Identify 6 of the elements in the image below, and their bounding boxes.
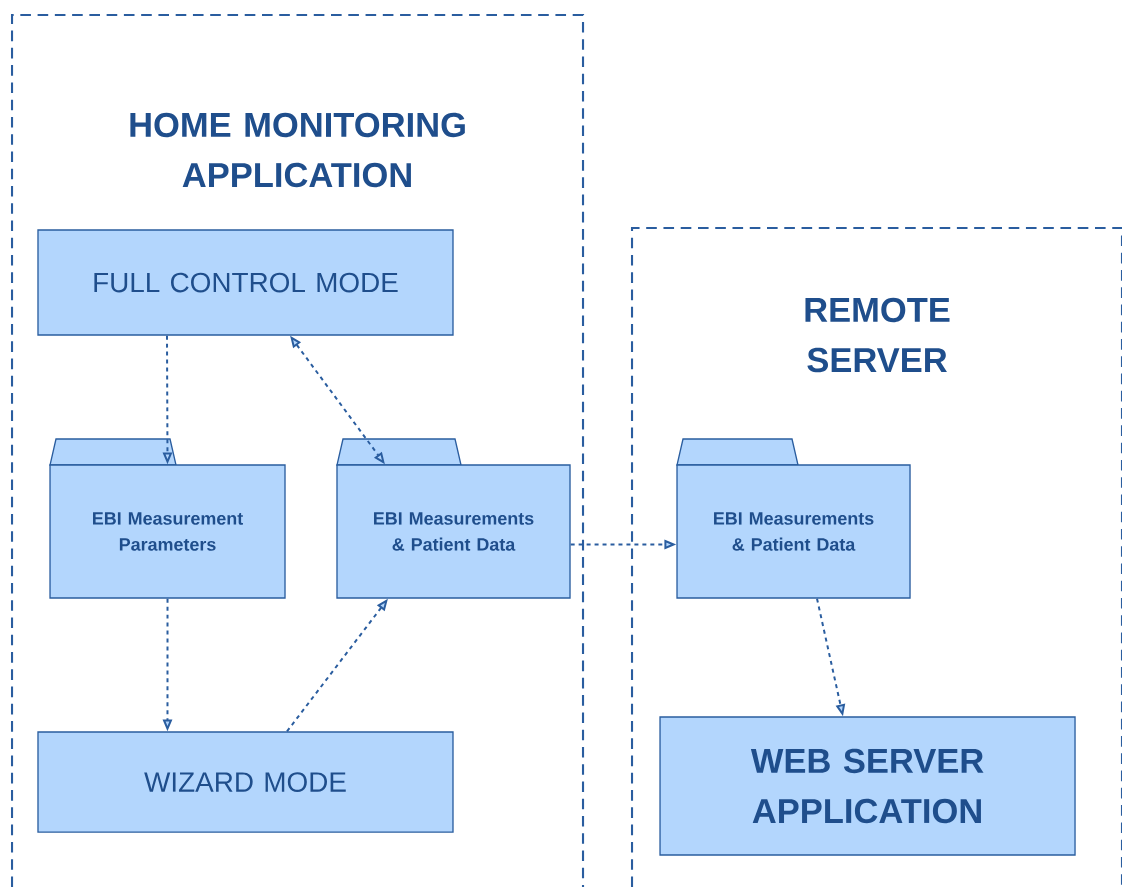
process-box: WIZARD MODE: [37, 731, 454, 833]
folder: EBI Measurement Parameters: [49, 438, 286, 599]
process-box: FULL CONTROL MODE: [37, 229, 454, 336]
folder: EBI Measurements & Patient Data: [676, 438, 911, 599]
folder: EBI Measurements & Patient Data: [336, 438, 571, 599]
process-box: WEB SERVER APPLICATION: [659, 716, 1076, 856]
